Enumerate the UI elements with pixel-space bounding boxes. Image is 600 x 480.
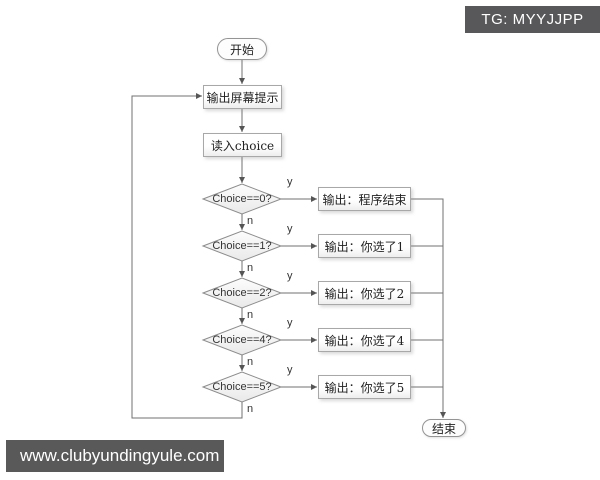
start-label: 开始 — [229, 42, 254, 57]
process-output-prompt-label: 输出屏幕提示 — [206, 90, 279, 105]
output-box-3-label: 输出：你选了4 — [324, 333, 405, 348]
yes-label-0: y — [287, 176, 293, 188]
edge-collector-main — [410, 198, 446, 418]
watermark-bar: www.clubyundingyule.com — [6, 440, 224, 472]
output-box-4: 输出：你选了5 — [318, 375, 411, 399]
yes-label-2: y — [287, 270, 293, 282]
collector-edges — [410, 198, 446, 418]
process-output-prompt: 输出屏幕提示 — [203, 85, 282, 109]
output-box-2-label: 输出：你选了2 — [324, 286, 405, 301]
no-label-4: n — [247, 403, 254, 415]
output-box-2: 输出：你选了2 — [318, 281, 411, 305]
no-label-2: n — [247, 309, 254, 321]
edge-loop-back — [131, 93, 243, 419]
start-node: 开始 — [217, 38, 267, 60]
no-label-0: n — [247, 215, 254, 227]
decision-condition-3: Choice==4? — [212, 334, 272, 346]
process-read-choice-label: 读入choice — [210, 138, 275, 153]
yes-branch-edges — [281, 196, 317, 390]
end-label: 结束 — [431, 421, 456, 436]
process-read-choice: 读入choice — [203, 133, 282, 157]
output-box-1: 输出：你选了1 — [318, 234, 411, 258]
watermark-text: www.clubyundingyule.com — [20, 446, 220, 465]
output-box-3: 输出：你选了4 — [318, 328, 411, 352]
decision-condition-1: Choice==1? — [212, 240, 272, 252]
output-box-1-label: 输出：你选了1 — [324, 239, 405, 254]
output-box-4-label: 输出：你选了5 — [324, 380, 405, 395]
tg-badge: TG: MYYJJPP — [465, 6, 600, 33]
output-box-0: 输出：程序结束 — [318, 187, 411, 211]
no-label-3: n — [247, 356, 254, 368]
decision-condition-4: Choice==5? — [212, 381, 272, 393]
end-node: 结束 — [422, 419, 466, 437]
decision-condition-0: Choice==0? — [212, 193, 272, 205]
yes-label-1: y — [287, 223, 293, 235]
tg-badge-text: TG: MYYJJPP — [481, 11, 584, 28]
no-label-1: n — [247, 262, 254, 274]
output-box-0-label: 输出：程序结束 — [322, 192, 407, 207]
yes-label-4: y — [287, 364, 293, 376]
decision-condition-2: Choice==2? — [212, 287, 272, 299]
yes-label-3: y — [287, 317, 293, 329]
